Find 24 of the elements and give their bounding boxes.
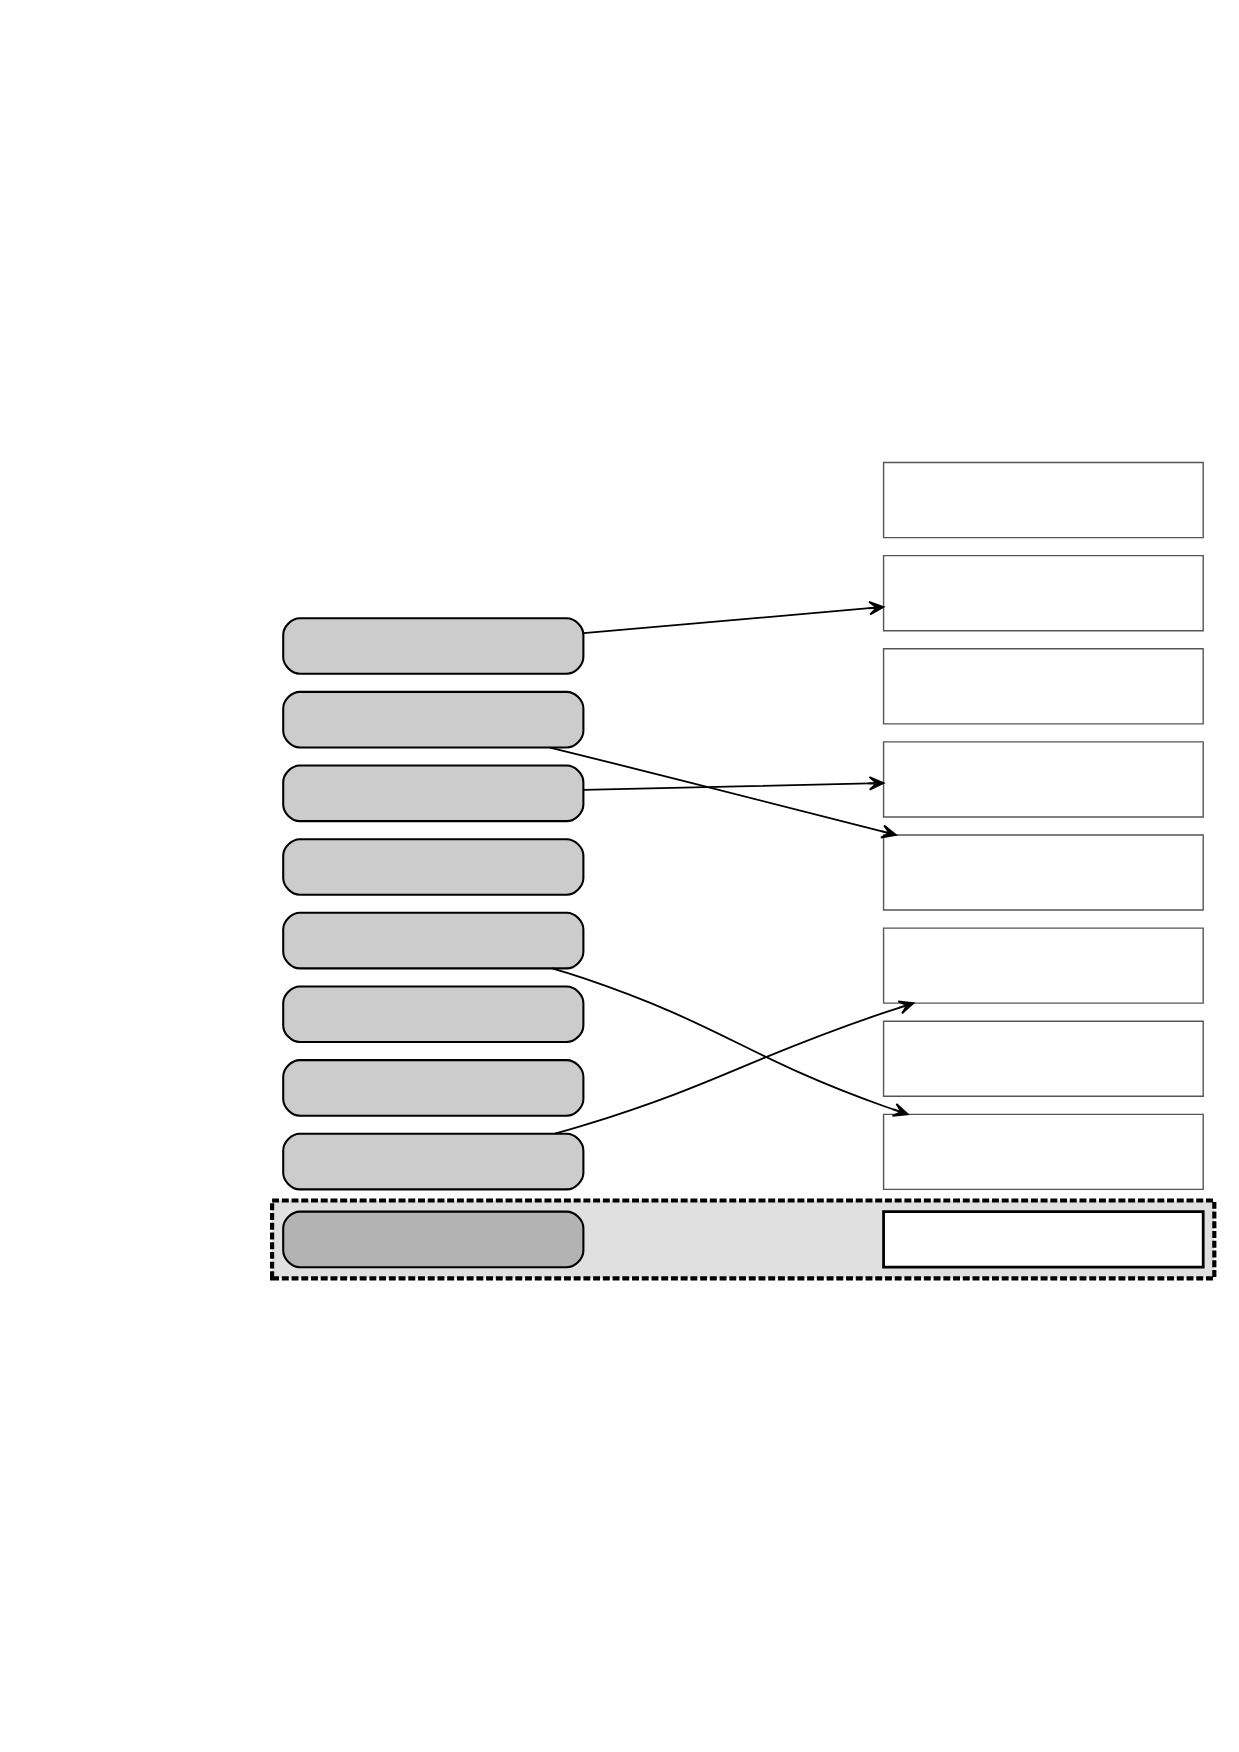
arrow [582, 776, 885, 791]
node-box [882, 648, 1204, 725]
node-box [282, 764, 585, 823]
node-box [882, 461, 1204, 539]
node-box [882, 927, 1204, 1004]
node-box [282, 838, 585, 896]
node-box [882, 1113, 1204, 1191]
arrow [582, 601, 885, 634]
node-box [282, 1210, 585, 1269]
node-box [282, 985, 585, 1044]
node-box [282, 1132, 585, 1191]
node-box [882, 1020, 1204, 1097]
node-box [882, 741, 1204, 818]
node-box [282, 690, 585, 749]
arrow [549, 746, 897, 839]
node-box [282, 617, 585, 675]
arrow [551, 967, 909, 1117]
node-box [282, 1059, 585, 1117]
node-box [282, 911, 585, 970]
node-box [882, 1210, 1205, 1269]
node-box [882, 834, 1204, 911]
node-box [882, 554, 1204, 632]
cluster [270, 1198, 1217, 1281]
arrow [553, 1000, 915, 1135]
